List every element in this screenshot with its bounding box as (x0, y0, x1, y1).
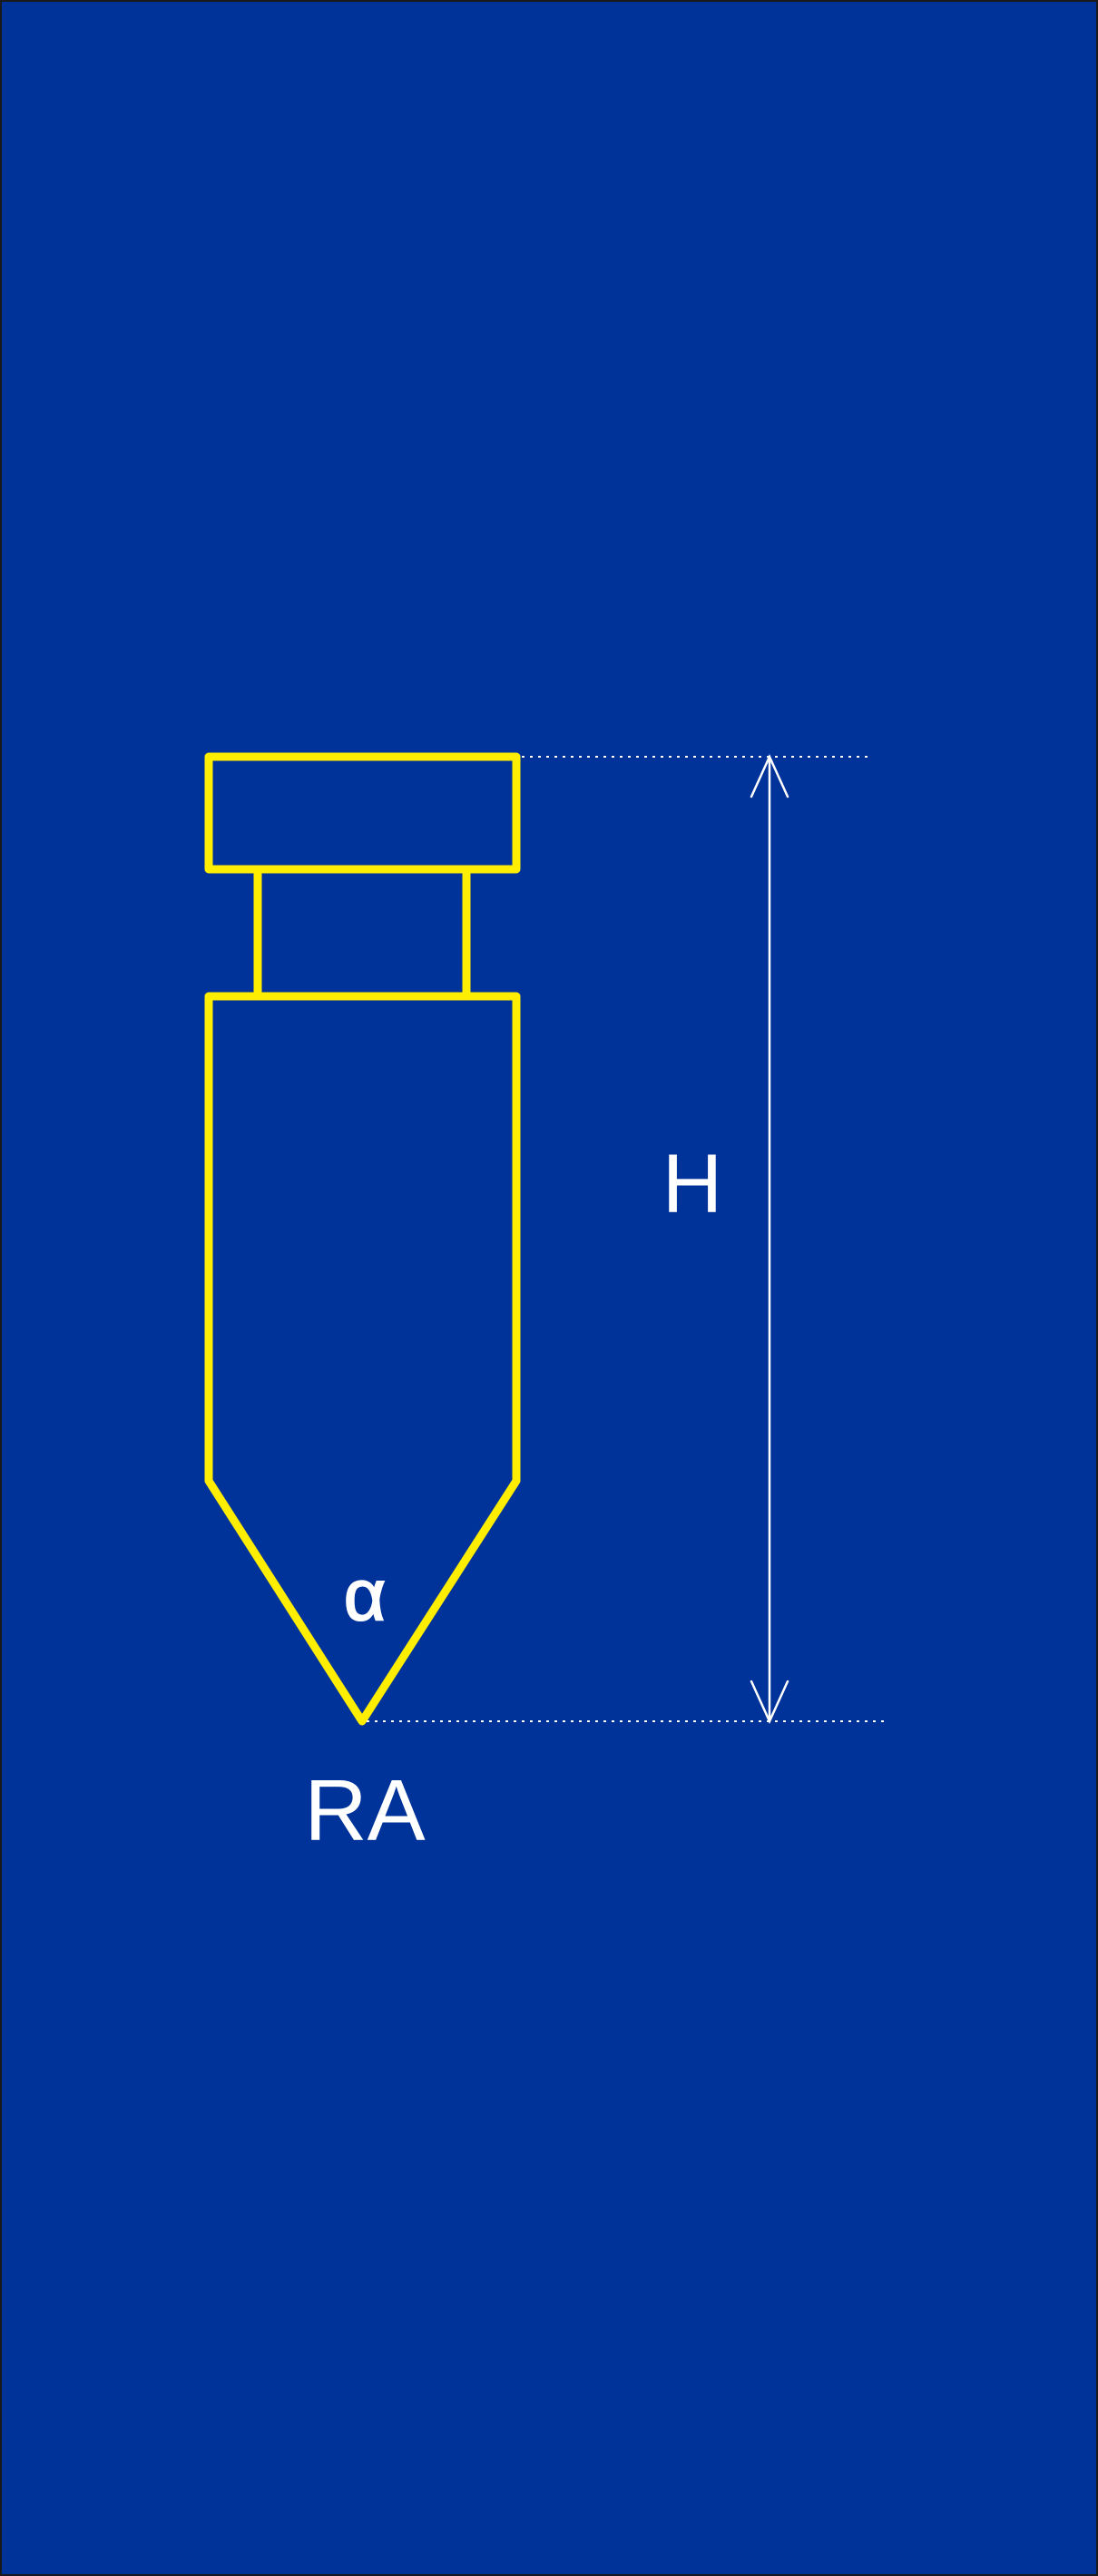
arrowhead-bottom-icon (750, 1680, 789, 1725)
arrowhead-top-icon (750, 753, 789, 798)
height-dimension-arrow (750, 753, 789, 1725)
angle-label: α (344, 1554, 386, 1635)
reference-lines (367, 756, 889, 1722)
probe-head (204, 752, 521, 874)
height-label: H (662, 1138, 722, 1230)
probe-outline (204, 752, 521, 1726)
probe-body (204, 992, 521, 1726)
model-label: RA (304, 1762, 425, 1859)
